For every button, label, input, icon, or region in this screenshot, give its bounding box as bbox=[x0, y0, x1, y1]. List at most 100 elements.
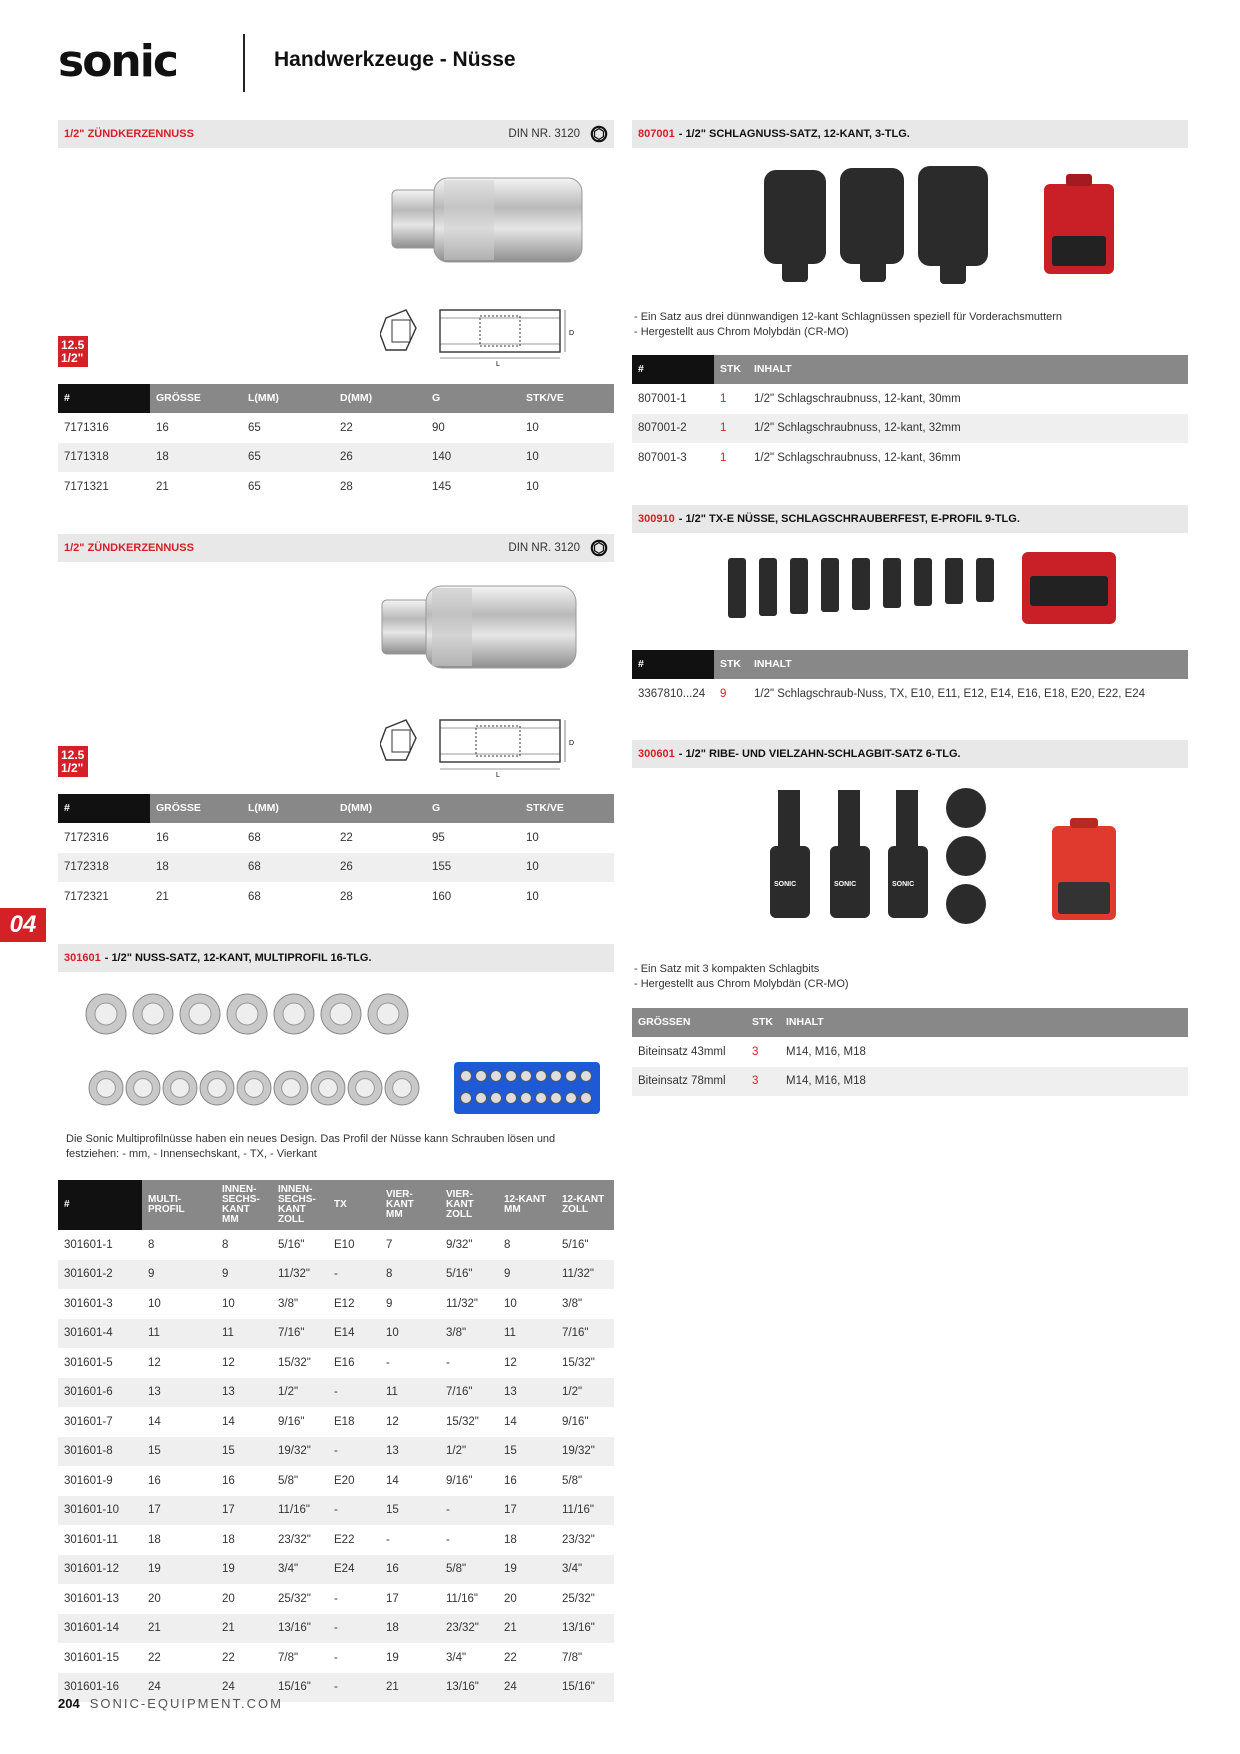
article-code: 300601 bbox=[638, 748, 675, 760]
table-cell: 19/32" bbox=[272, 1436, 328, 1466]
table-cell: 7/16" bbox=[440, 1377, 498, 1407]
table-cell: - bbox=[440, 1495, 498, 1525]
table-cell: 10 bbox=[520, 442, 614, 472]
300601-description: - Ein Satz mit 3 kompakten Schlagbits - … bbox=[634, 962, 1188, 992]
table-cell: 3 bbox=[752, 1045, 759, 1058]
table-cell: 28 bbox=[340, 890, 353, 903]
column-header: TX bbox=[328, 1180, 380, 1230]
table-cell: 13/16" bbox=[272, 1613, 328, 1643]
table-cell: 3/4" bbox=[556, 1554, 614, 1584]
table-cell: 15/16" bbox=[556, 1672, 614, 1702]
table-cell: 1/2" Schlagschraub-Nuss, TX, E10, E11, E… bbox=[754, 687, 1146, 700]
table-cell: 13 bbox=[216, 1377, 272, 1407]
chapter-tab: 04 bbox=[0, 908, 46, 942]
table-cell: 9 bbox=[498, 1259, 556, 1289]
table-cell: 7172321 bbox=[64, 890, 109, 903]
table-cell: 155 bbox=[426, 852, 520, 882]
column-header: INNEN- SECHS- KANT MM bbox=[216, 1180, 272, 1230]
table-cell: 13 bbox=[498, 1377, 556, 1407]
section-title: - 1/2" RIBE- UND VIELZAHN-SCHLAGBIT-SATZ… bbox=[678, 748, 961, 760]
description-line: - Hergestellt aus Chrom Molybdän (CR-MO) bbox=[634, 326, 849, 338]
table-cell: 68 bbox=[248, 831, 261, 844]
table-cell: 9 bbox=[386, 1297, 393, 1310]
column-header: STK bbox=[746, 1008, 780, 1037]
table-cell: - bbox=[328, 1613, 380, 1643]
table-cell: 19 bbox=[142, 1554, 216, 1584]
column-header: # bbox=[632, 650, 714, 679]
website-link[interactable]: SONIC-EQUIPMENT.COM bbox=[89, 1696, 283, 1711]
table-cell: 9 bbox=[720, 687, 727, 700]
column-header: GRÖSSE bbox=[150, 384, 242, 413]
table-cell: 9/16" bbox=[278, 1415, 305, 1428]
header-divider bbox=[243, 34, 245, 92]
table-cell: 5/16" bbox=[562, 1238, 589, 1251]
dimension-l-label: L bbox=[496, 772, 500, 778]
table-cell: 15 bbox=[380, 1495, 440, 1525]
table-cell: - bbox=[446, 1356, 450, 1369]
table-cell: - bbox=[334, 1651, 338, 1664]
table-cell: 26 bbox=[334, 442, 426, 472]
section-header-spark-2: 1/2" ZÜNDKERZENNUSS DIN NR. 3120 bbox=[58, 534, 614, 562]
section-header-300910: 300910 - 1/2" TX-E NÜSSE, SCHLAGSCHRAUBE… bbox=[632, 505, 1188, 533]
table-cell: 9/16" bbox=[562, 1415, 589, 1428]
table-cell: 11 bbox=[216, 1318, 272, 1348]
badge-inch: 1/2" bbox=[61, 760, 84, 775]
table-cell: 15/16" bbox=[272, 1672, 328, 1702]
table-cell: 3/8" bbox=[440, 1318, 498, 1348]
column-header: 12-KANT MM bbox=[498, 1180, 556, 1230]
table-cell: 10 bbox=[222, 1297, 235, 1310]
table-cell: 10 bbox=[148, 1297, 161, 1310]
table-cell: 160 bbox=[432, 890, 452, 903]
table-cell: 301601-3 bbox=[64, 1297, 113, 1310]
table-cell: 15/32" bbox=[278, 1356, 311, 1369]
table-cell: 24 bbox=[142, 1672, 216, 1702]
multiprofile-description: Die Sonic Multiprofilnüsse haben ein neu… bbox=[66, 1133, 556, 1160]
table-cell: 301601-14 bbox=[58, 1613, 142, 1643]
spark-socket-drawing-2: D L bbox=[380, 719, 574, 778]
table-cell: 9/16" bbox=[446, 1474, 473, 1487]
table-cell: 21 bbox=[216, 1613, 272, 1643]
column-header: 12-KANT ZOLL bbox=[556, 1180, 614, 1230]
807001-description: - Ein Satz aus drei dünnwandigen 12-kant… bbox=[634, 310, 1188, 340]
table-cell: 95 bbox=[432, 831, 445, 844]
table-cell: 9 bbox=[216, 1259, 272, 1289]
table-cell: 7171321 bbox=[64, 480, 109, 493]
table-cell: 301601-2 bbox=[58, 1259, 142, 1289]
table-cell: - bbox=[328, 1259, 380, 1289]
table-cell: 11 bbox=[142, 1318, 216, 1348]
table-cell: 1/2" Schlagschraubnuss, 12-kant, 30mm bbox=[754, 392, 961, 405]
table-cell: E12 bbox=[334, 1297, 355, 1310]
description-line: - Ein Satz mit 3 kompakten Schlagbits bbox=[634, 963, 820, 975]
table-cell: 3/4" bbox=[272, 1554, 328, 1584]
table-cell: 7171316 bbox=[64, 421, 109, 434]
table-cell: 68 bbox=[242, 852, 334, 882]
section-title: - 1/2" NUSS-SATZ, 12-KANT, MULTIPROFIL 1… bbox=[104, 952, 372, 964]
spark-socket-photo-1 bbox=[391, 177, 583, 263]
table-cell: 8 bbox=[148, 1238, 155, 1251]
table-cell: 10 bbox=[380, 1318, 440, 1348]
table-cell: 7171318 bbox=[58, 442, 150, 472]
table-cell: 14 bbox=[148, 1415, 161, 1428]
column-header: INHALT bbox=[780, 1008, 1188, 1037]
section-title: 1/2" ZÜNDKERZENNUSS bbox=[64, 128, 194, 140]
column-header: INHALT bbox=[748, 650, 1188, 679]
table-cell: 1/2" bbox=[272, 1377, 328, 1407]
table-cell: 19 bbox=[498, 1554, 556, 1584]
table-cell: 25/32" bbox=[562, 1592, 595, 1605]
column-header: STK bbox=[714, 355, 748, 384]
